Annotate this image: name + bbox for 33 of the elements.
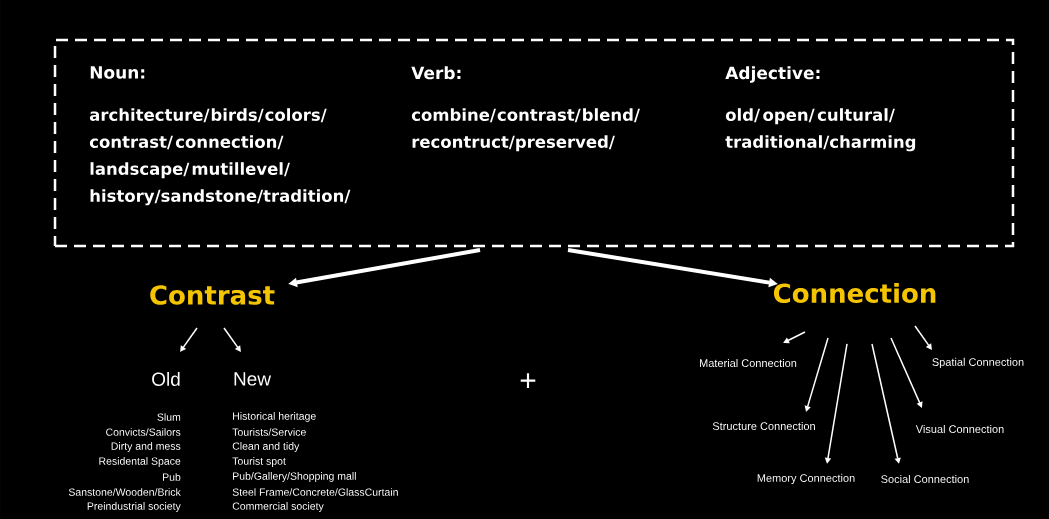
category-title: Connection: [773, 282, 936, 304]
connection-label: Structure Connection: [712, 421, 815, 431]
list-item: Tourists/Service: [232, 428, 306, 436]
column-heading: Old: [152, 372, 180, 386]
list-item: Commercial society: [232, 502, 324, 512]
list-item: Steel Frame/Concrete/GlassCurtain: [232, 488, 398, 496]
list-item: Pub: [163, 473, 181, 481]
column-heading: New: [234, 372, 272, 386]
dashed-box: Noun: Verb: Adjective: architecture/birds/colors/contrast/connection/landscape/mutillevel/history/sandstone/tradition/ combine/contrast/blend/recontruct/preserved/ old/open/cultural/traditional/charming: [53, 38, 1015, 248]
list-item: Slum: [157, 413, 181, 421]
list-item: Convicts/Sailors: [106, 428, 181, 436]
category-title: Contrast: [150, 285, 275, 305]
plus-sign: +: [520, 373, 536, 388]
connection-label: Visual Connection: [915, 424, 1004, 434]
list-item: Dirty and mess: [111, 442, 181, 452]
list-item: Tourist spot: [232, 457, 286, 467]
connection-label: Social Connection: [881, 474, 969, 484]
connection-label: Memory Connection: [757, 473, 855, 485]
connection-label: Material Connection: [700, 358, 797, 368]
list-item: Residental Space: [99, 457, 181, 467]
list-item: Preindustrial society: [87, 502, 181, 512]
arrow: [871, 343, 901, 464]
list-item: Historical heritage: [233, 412, 316, 422]
list-item: Pub/Gallery/Shopping mall: [233, 472, 356, 482]
list-item: Clean and tidy: [232, 442, 300, 452]
arrow: [914, 325, 932, 350]
connection-label: Spatial Connection: [932, 357, 1024, 369]
arrow: [890, 337, 923, 408]
arrow: [180, 327, 198, 352]
arrow: [783, 331, 806, 344]
arrow: [804, 337, 829, 412]
arrow: [223, 327, 241, 352]
list-item: Sanstone/Wooden/Brick: [68, 488, 181, 496]
